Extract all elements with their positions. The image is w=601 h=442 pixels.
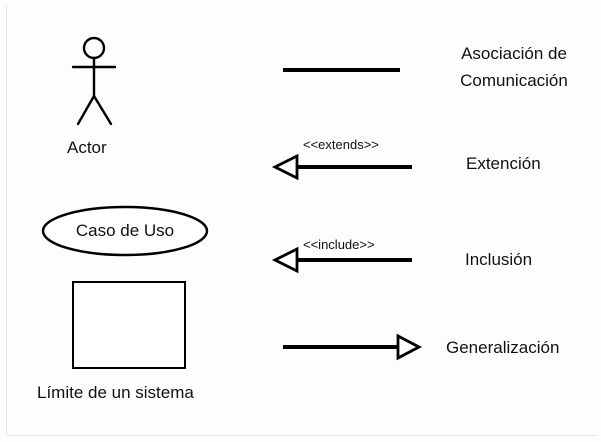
system-boundary-label: Límite de un sistema [37, 383, 194, 402]
include-stereotype: <<include>> [303, 237, 375, 252]
include-label: Inclusión [465, 250, 533, 269]
generalization-arrow [283, 333, 423, 361]
use-case-label: Caso de Uso [75, 221, 175, 240]
extend-stereotype: <<extends>> [303, 137, 379, 152]
extend-label: Extención [466, 154, 541, 173]
frame-border-left [6, 6, 7, 436]
include-arrow [271, 246, 412, 274]
association-label-line1: Asociación de [461, 44, 567, 63]
actor-label: Actor [67, 138, 107, 157]
association-label-line2: Comunicación [460, 71, 568, 90]
stick-figure-icon [71, 36, 117, 126]
generalization-label: Generalización [446, 338, 560, 357]
frame-border-bottom [6, 435, 596, 436]
extend-arrow [271, 153, 412, 181]
system-boundary-rect [72, 281, 186, 369]
use-case-ellipse [41, 205, 209, 257]
